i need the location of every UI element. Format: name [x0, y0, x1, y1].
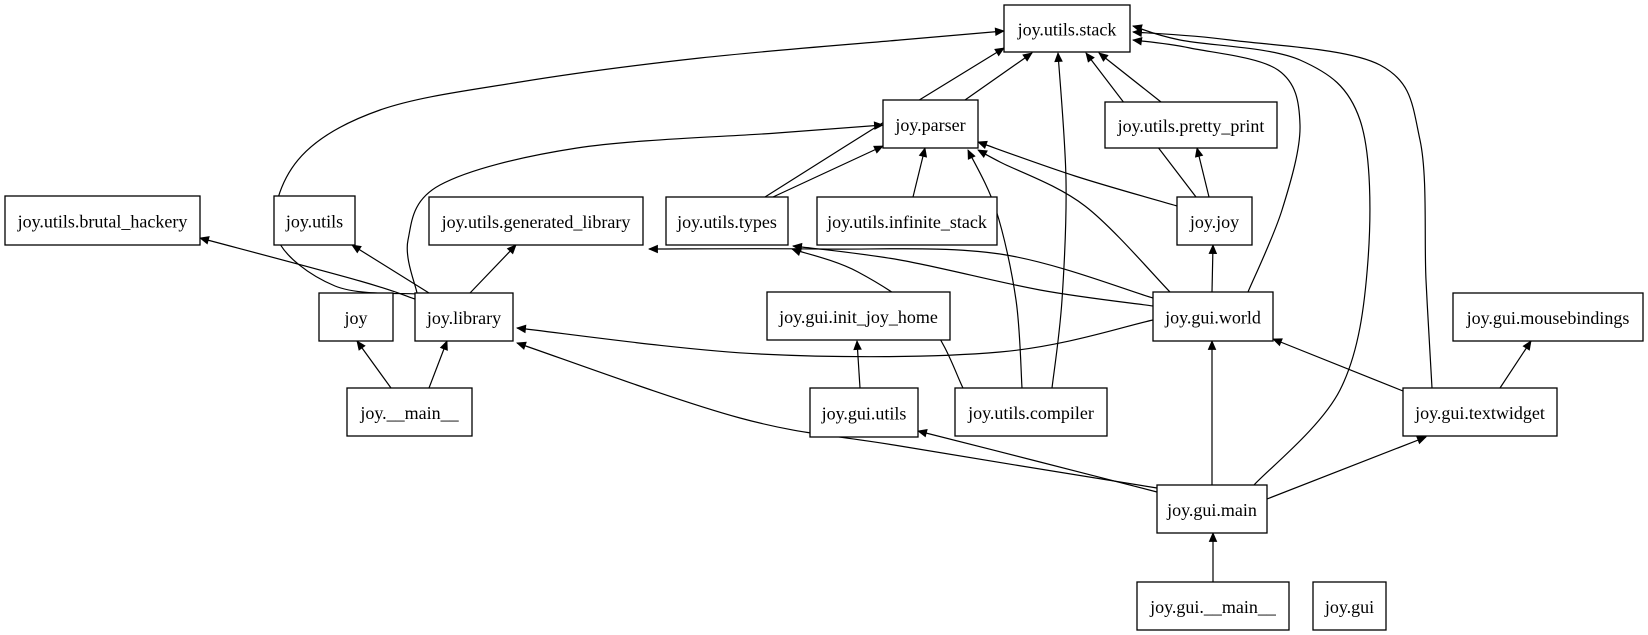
node-box-joy-main: [346, 387, 473, 437]
node-joy-utils: joy.utils: [273, 195, 356, 246]
node-label-joy-parser: joy.parser: [894, 115, 965, 135]
node-box-joy-gui: [1312, 581, 1387, 631]
edge-joy-gui-textwidget--joy-gui-mousebindings: [1499, 340, 1532, 389]
node-joy: joy: [318, 292, 394, 342]
node-joy-utils-pretty-print: joy.utils.pretty_print: [1104, 101, 1278, 149]
node-joy-utils-brutal-hackery: joy.utils.brutal_hackery: [4, 195, 201, 246]
edge-joy-utils-compiler--joy-parser: [967, 149, 1023, 389]
node-box-joy-gui-world: [1152, 291, 1274, 342]
node-box-joy-gui-main: [1156, 484, 1268, 534]
edge-joy-gui-world--joy-joy: [1208, 244, 1218, 293]
node-box-joy-parser: [882, 99, 979, 149]
edge-joy-library--joy-utils: [351, 244, 430, 294]
edge-joy-main--joy: [356, 340, 392, 389]
node-joy-utils-types: joy.utils.types: [665, 196, 789, 246]
node-label-joy-gui-utils: joy.gui.utils: [821, 404, 907, 424]
node-label-joy-gui: joy.gui: [1324, 597, 1374, 617]
edge-joy-parser--joy-utils-stack: [964, 52, 1033, 101]
graph-nodes: joy.utils.stack joy.parser joy.utils.prett…: [4, 4, 1644, 631]
edge-joy-gui-world--joy-utils-stack: [1132, 36, 1301, 293]
node-box-joy-gui-mousebindings: [1452, 292, 1644, 342]
edge-joy-utils-types--joy-parser: [772, 145, 884, 198]
edge-joy-gui-textwidget--joy-gui-world: [1272, 338, 1404, 392]
node-joy-library: joy.library: [414, 292, 514, 342]
node-label-joy-utils-brutal-hackery: joy.utils.brutal_hackery: [17, 212, 188, 232]
edge-joy-gui-main--joy-gui-utils: [917, 429, 1158, 493]
node-box-joy-library: [414, 292, 514, 342]
node-box-joy-utils-pretty-print: [1104, 101, 1278, 149]
node-joy-gui: joy.gui: [1312, 581, 1387, 631]
node-label-joy-gui-world: joy.gui.world: [1164, 308, 1261, 328]
node-box-joy: [318, 292, 394, 342]
node-label-joy-gui-mousebindings: joy.gui.mousebindings: [1466, 308, 1630, 328]
node-joy-parser: joy.parser: [882, 99, 979, 149]
node-box-joy-utils-compiler: [954, 387, 1108, 437]
node-box-joy-joy: [1176, 196, 1253, 246]
node-label-joy-utils-types: joy.utils.types: [676, 212, 777, 232]
edge-joy-joy--joy-parser: [977, 140, 1178, 207]
node-label-joy-gui-textwidget: joy.gui.textwidget: [1414, 403, 1545, 423]
node-box-joy-utils-stack: [1003, 4, 1131, 53]
node-label-joy-utils-generated-library: joy.utils.generated_library: [441, 212, 631, 232]
node-label-joy-utils-pretty-print: joy.utils.pretty_print: [1117, 116, 1265, 136]
node-box-joy-gui-utils: [809, 387, 919, 438]
edge-joy-library--joy-utils-stack: [273, 27, 1005, 295]
node-joy-gui-main-module: joy.gui.__main__: [1136, 581, 1290, 631]
node-joy-gui-init-joy-home: joy.gui.init_joy_home: [766, 291, 951, 341]
node-label-joy-main: joy.__main__: [359, 403, 459, 423]
edge-joy-gui-world--joy-utils-generated-library: [648, 244, 1154, 299]
edge-joy-utils-compiler--joy-utils-stack: [1051, 52, 1067, 389]
node-label-joy: joy: [343, 308, 367, 328]
node-joy-gui-textwidget: joy.gui.textwidget: [1402, 387, 1558, 437]
node-joy-main: joy.__main__: [346, 387, 473, 437]
graph-edges: [199, 24, 1532, 582]
edge-joy-gui-main--joy-utils-stack: [1132, 24, 1371, 486]
node-box-joy-utils-generated-library: [428, 196, 644, 246]
node-label-joy-utils-compiler: joy.utils.compiler: [967, 403, 1094, 423]
edge-joy-library--joy-parser: [406, 121, 884, 294]
node-joy-utils-stack: joy.utils.stack: [1003, 4, 1131, 53]
node-box-joy-utils-infinite-stack: [816, 196, 998, 246]
node-joy-gui-main: joy.gui.main: [1156, 484, 1268, 534]
edge-joy-library--joy-utils-generated-library: [469, 244, 517, 294]
node-joy-joy: joy.joy: [1176, 196, 1253, 246]
edge-joy-gui-utils--joy-gui-init-joy-home: [853, 340, 862, 389]
node-box-joy-gui-init-joy-home: [766, 291, 951, 341]
edge-joy-utils-pretty-print--joy-utils-stack: [1098, 52, 1162, 103]
edge-joy-library--joy-utils-brutal-hackery: [199, 236, 416, 300]
node-box-joy-gui-textwidget: [1402, 387, 1558, 437]
edge-joy-main--joy-library: [428, 340, 448, 389]
node-label-joy-gui-main-module: joy.gui.__main__: [1149, 597, 1277, 617]
edge-joy-utils-infinite-stack--joy-parser: [912, 147, 928, 198]
node-joy-utils-infinite-stack: joy.utils.infinite_stack: [816, 196, 998, 246]
node-joy-gui-mousebindings: joy.gui.mousebindings: [1452, 292, 1644, 342]
edge-joy-gui-main--joy-gui-textwidget: [1266, 436, 1427, 500]
node-box-joy-utils: [273, 195, 356, 246]
edge-joy-gui-world--joy-utils-types: [792, 242, 1154, 307]
node-label-joy-library: joy.library: [426, 308, 501, 328]
node-joy-gui-utils: joy.gui.utils: [809, 387, 919, 438]
node-label-joy-gui-init-joy-home: joy.gui.init_joy_home: [778, 307, 938, 327]
node-joy-utils-generated-library: joy.utils.generated_library: [428, 196, 644, 246]
node-label-joy-utils: joy.utils: [285, 212, 343, 232]
node-box-joy-gui-main-module: [1136, 581, 1290, 631]
edge-joy-gui-textwidget--joy-utils-stack: [1132, 28, 1433, 389]
node-box-joy-utils-brutal-hackery: [4, 195, 201, 246]
edge-joy-joy--joy-utils-pretty-print: [1194, 147, 1210, 198]
node-joy-utils-compiler: joy.utils.compiler: [954, 387, 1108, 437]
edge-joy-gui-world--joy-parser: [977, 149, 1171, 293]
edge-joy-gui-world--joy-library: [516, 319, 1154, 358]
node-label-joy-utils-infinite-stack: joy.utils.infinite_stack: [826, 212, 987, 232]
node-label-joy-joy: joy.joy: [1189, 212, 1239, 232]
node-label-joy-gui-main: joy.gui.main: [1166, 500, 1257, 520]
node-box-joy-utils-types: [665, 196, 789, 246]
node-label-joy-utils-stack: joy.utils.stack: [1017, 20, 1117, 40]
node-joy-gui-world: joy.gui.world: [1152, 291, 1274, 342]
